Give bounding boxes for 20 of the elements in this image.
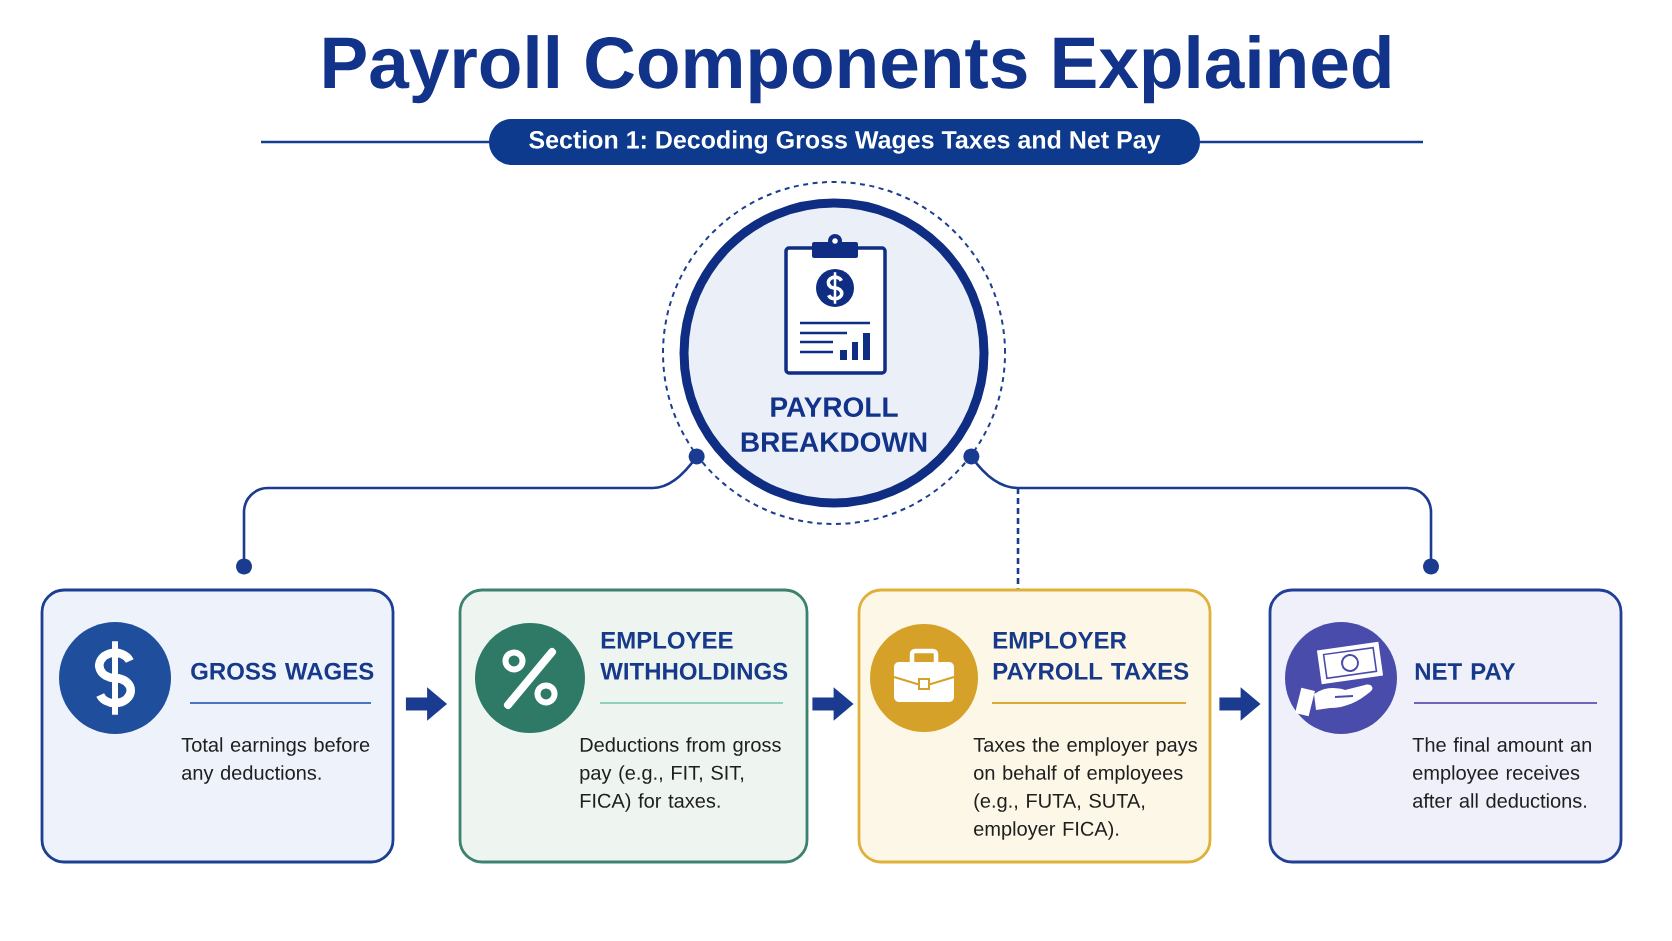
circle-label: PAYROLL BREAKDOWN	[741, 397, 927, 452]
card-text: Taxes the employer pays on behalf of employees (e.g., FUTA, SUTA, employer FICA).	[973, 737, 1197, 840]
card	[857, 588, 1212, 864]
card-text: Total earnings before any deductions.	[181, 737, 370, 784]
dashed-line	[1016, 488, 1020, 589]
section-banner: Section 1: Decoding Gross Wages Taxes and Net Pay	[489, 119, 1200, 165]
dot-connector	[1018, 486, 1439, 575]
card	[458, 588, 809, 864]
card	[1268, 588, 1623, 864]
card-title: GROSS WAGES	[191, 662, 374, 680]
dot-connector	[236, 448, 705, 575]
title: Payroll Components Explained	[324, 35, 1390, 104]
card-title: NET PAY	[1415, 663, 1516, 680]
connector-line	[963, 448, 1019, 490]
card	[40, 588, 395, 864]
card-title: EMPLOYER PAYROLL TAXES	[993, 631, 1189, 680]
card-text: The final amount an employee receives after all deductions.	[1412, 737, 1591, 808]
card-title: EMPLOYEE WITHHOLDINGS	[600, 631, 788, 680]
card-text: Deductions from gross pay (e.g., FIT, SIT, FICA) for taxes.	[580, 737, 781, 812]
circle-node	[662, 181, 1006, 525]
